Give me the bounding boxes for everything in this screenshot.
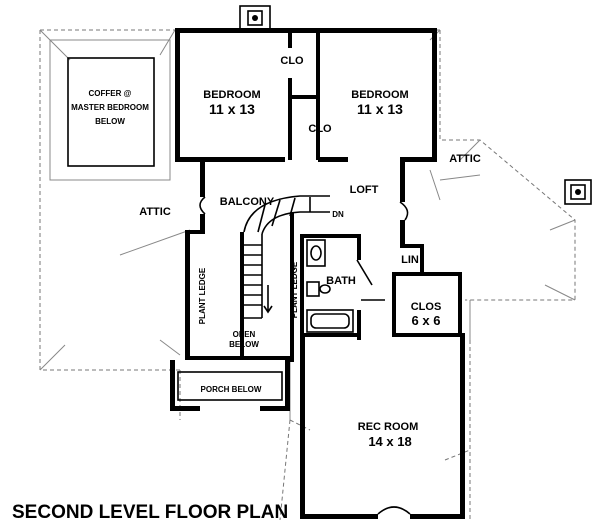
attic-right-label: ATTIC bbox=[449, 153, 481, 165]
bedroom-left-size: 11 x 13 bbox=[209, 101, 255, 117]
chimney-top bbox=[239, 5, 271, 31]
bedroom-right-name: BEDROOM bbox=[351, 89, 408, 101]
rec-room-name: REC ROOM bbox=[358, 421, 419, 433]
roof-hip-lines bbox=[39, 29, 576, 420]
stair bbox=[243, 195, 330, 362]
bath-label: BATH bbox=[326, 275, 356, 287]
open-below-line-1: OPEN bbox=[233, 330, 256, 339]
coffer-line-3: BELOW bbox=[95, 117, 125, 126]
balcony-label: BALCONY bbox=[220, 196, 275, 208]
bedroom-left-name: BEDROOM bbox=[203, 89, 260, 101]
attic-left-label: ATTIC bbox=[139, 206, 171, 218]
closet-mid-label: CLO bbox=[308, 123, 332, 135]
coffer-line-2: MASTER BEDROOM bbox=[71, 103, 149, 112]
walls bbox=[170, 28, 465, 519]
porch-below-label: PORCH BELOW bbox=[201, 385, 262, 394]
rec-room-size: 14 x 18 bbox=[368, 434, 411, 449]
closet-room-name: CLOS bbox=[411, 301, 442, 313]
loft-label: LOFT bbox=[350, 184, 379, 196]
porch-outline bbox=[177, 371, 283, 401]
plant-ledge-left-label: PLANT LEDGE bbox=[198, 267, 207, 324]
plant-ledge-right-label: PLANT LEDGE bbox=[290, 261, 299, 318]
chimney-right bbox=[564, 179, 592, 205]
bath-fixtures bbox=[306, 239, 354, 333]
closet-room-size: 6 x 6 bbox=[412, 313, 441, 328]
door-swings bbox=[199, 196, 411, 515]
linen-label: LIN bbox=[401, 254, 419, 266]
coffer-outline bbox=[49, 39, 171, 181]
open-below-line-2: BELOW bbox=[229, 340, 259, 349]
plan-title: SECOND LEVEL FLOOR PLAN bbox=[12, 502, 288, 523]
coffer-line-1: COFFER @ bbox=[89, 89, 132, 98]
down-label: DN bbox=[332, 210, 344, 219]
bedroom-right-size: 11 x 13 bbox=[357, 101, 403, 117]
closet-top-label: CLO bbox=[280, 55, 304, 67]
